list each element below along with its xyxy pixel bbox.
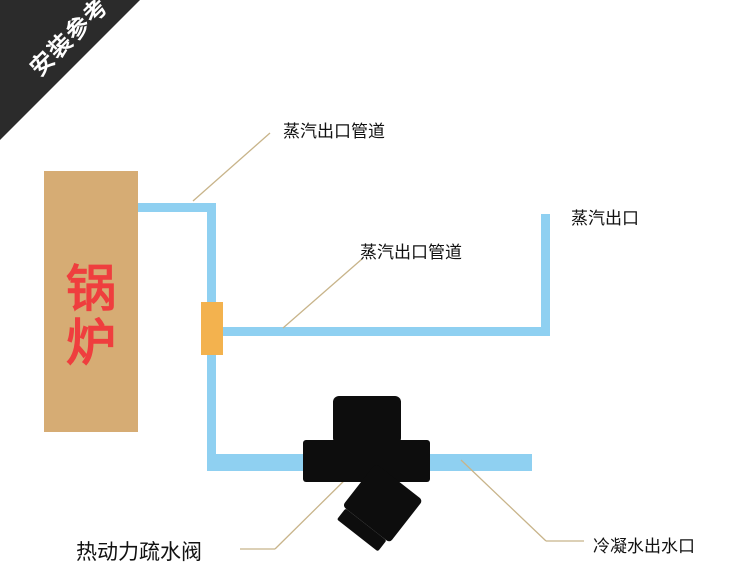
label-trap-name: 热动力疏水阀 [76, 540, 202, 564]
valve-body [303, 440, 430, 482]
leader-line-mid-pipe [282, 258, 363, 329]
label-condensate-outlet: 冷凝水出水口 [593, 537, 695, 557]
valve-strainer-cap [337, 509, 386, 551]
pipe-fitting [201, 302, 223, 355]
thermodynamic-trap-valve [303, 396, 430, 551]
leader-line-condensate [460, 459, 547, 542]
label-steam-outlet: 蒸汽出口 [571, 209, 639, 229]
leader-lines [192, 132, 584, 550]
leader-line-trap [274, 469, 356, 550]
valve-cap [333, 396, 401, 444]
pipe-boiler-outlet [138, 203, 216, 212]
pipe-steam-riser [541, 214, 550, 336]
valve-strainer [343, 465, 422, 542]
corner-badge: 安装参考 [0, 0, 140, 140]
corner-triangle [0, 0, 140, 140]
boiler-label-2: 炉 [66, 314, 116, 372]
leader-line-top-pipe [192, 132, 271, 202]
label-steam-outlet-pipe-top: 蒸汽出口管道 [283, 122, 385, 142]
boiler: 锅 炉 [44, 171, 138, 432]
pipe-steam-horizontal [216, 327, 550, 336]
label-steam-outlet-pipe-mid: 蒸汽出口管道 [360, 243, 462, 263]
boiler-label-1: 锅 [66, 260, 116, 318]
